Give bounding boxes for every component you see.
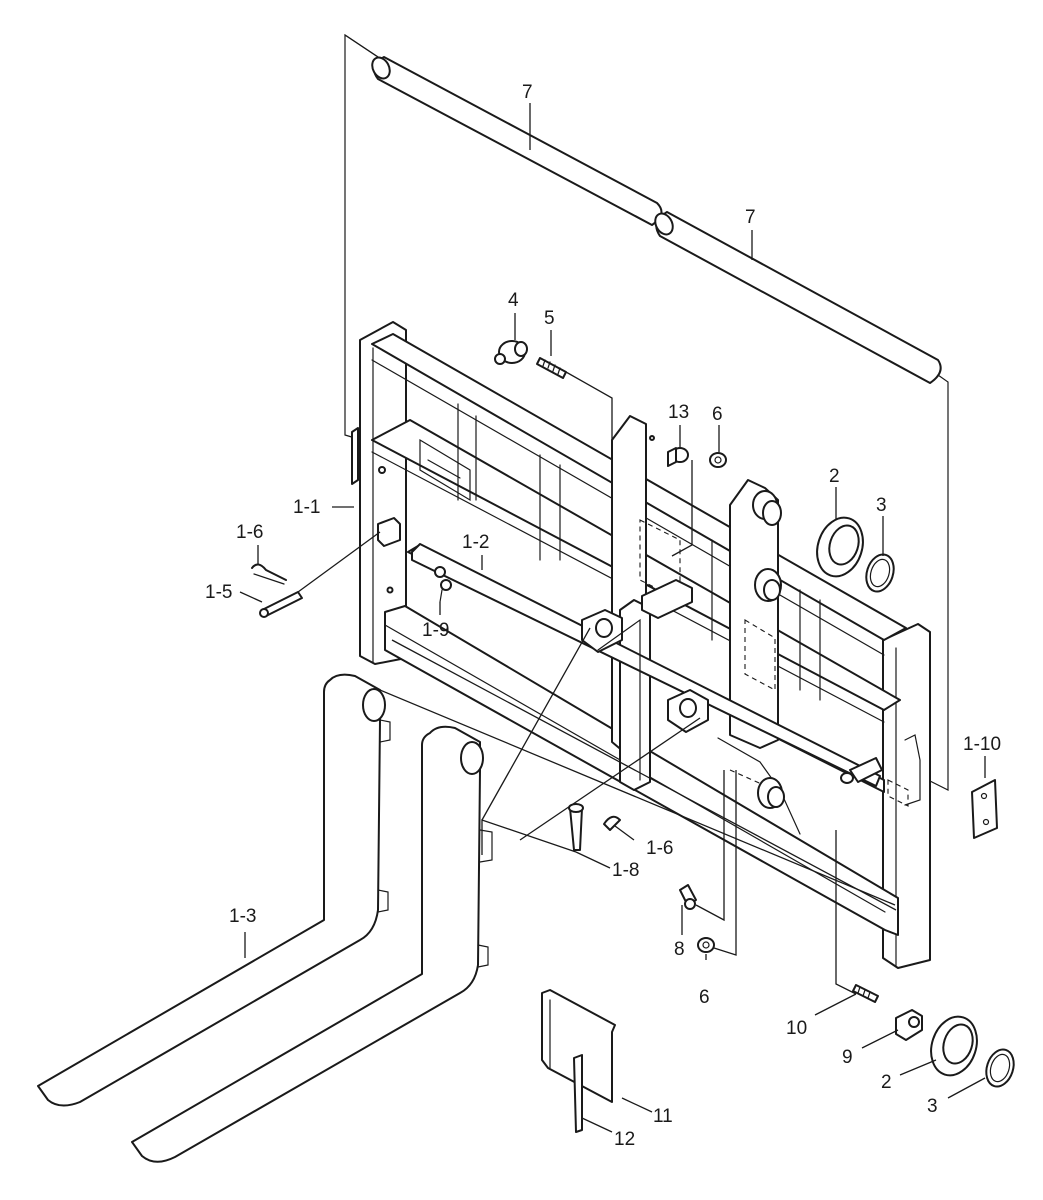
spring-pin	[536, 357, 567, 379]
nut-top	[709, 452, 727, 468]
callout-10: 10	[786, 1018, 807, 1039]
wear-plate	[971, 779, 998, 839]
fork-left	[37, 673, 391, 1107]
shim-plate	[573, 1054, 583, 1133]
callout-3b: 3	[927, 1096, 938, 1117]
cotter-pin-right	[603, 815, 621, 831]
bearing-lower	[930, 1015, 978, 1077]
fork-pin	[259, 591, 303, 618]
callout-3a: 3	[876, 495, 887, 516]
guide-roller	[494, 340, 528, 365]
cylinder-rams	[581, 609, 801, 835]
callout-1-3: 1-3	[229, 906, 256, 927]
callout-1-9: 1-9	[422, 620, 449, 641]
callout-4: 4	[508, 290, 519, 311]
leader-lines	[239, 103, 986, 1133]
callout-1-6b: 1-6	[646, 838, 673, 859]
callout-1-6a: 1-6	[236, 522, 263, 543]
callout-1-5: 1-5	[205, 582, 232, 603]
callout-9: 9	[842, 1047, 853, 1068]
callout-7a: 7	[522, 82, 533, 103]
nut-lower	[697, 937, 715, 953]
spring-pin-lower	[852, 984, 879, 1003]
guard-plate	[541, 989, 616, 1103]
callout-2a: 2	[829, 466, 840, 487]
lock-pin	[568, 803, 584, 851]
cotter-pin-left	[251, 563, 287, 585]
bolt-top	[667, 447, 689, 467]
callout-1-8: 1-8	[612, 860, 639, 881]
callout-13: 13	[668, 402, 689, 423]
grease-fitting-left	[439, 579, 452, 603]
bearing-upper	[816, 516, 864, 578]
fork-stop-block	[377, 517, 401, 547]
callout-1-1: 1-1	[293, 497, 320, 518]
callout-labels: 7 7 4 5 13 6 2 3 1-1 1-2 1-6 1-5 1-9 1-1…	[205, 82, 1001, 1150]
side-shift-cylinder	[411, 543, 883, 787]
snap-ring-upper	[865, 553, 895, 593]
callout-8: 8	[674, 939, 685, 960]
fork-right	[131, 725, 493, 1163]
callout-11: 11	[653, 1106, 673, 1127]
collar	[895, 1009, 923, 1041]
roller-shaft-right	[654, 211, 942, 384]
snap-ring-lower	[985, 1048, 1015, 1088]
frame-reference-lines	[344, 33, 949, 791]
callout-1-10: 1-10	[963, 734, 1001, 755]
callout-5: 5	[544, 308, 555, 329]
callout-6a: 6	[712, 404, 723, 425]
grease-fitting-lower	[679, 884, 697, 910]
callout-7b: 7	[745, 207, 756, 228]
callout-1-2: 1-2	[462, 532, 489, 553]
callout-12: 12	[614, 1129, 635, 1150]
callout-6b: 6	[699, 987, 710, 1008]
callout-2b: 2	[881, 1072, 892, 1093]
roller-shaft-left	[371, 56, 663, 226]
roller-stud-upper	[752, 490, 785, 809]
